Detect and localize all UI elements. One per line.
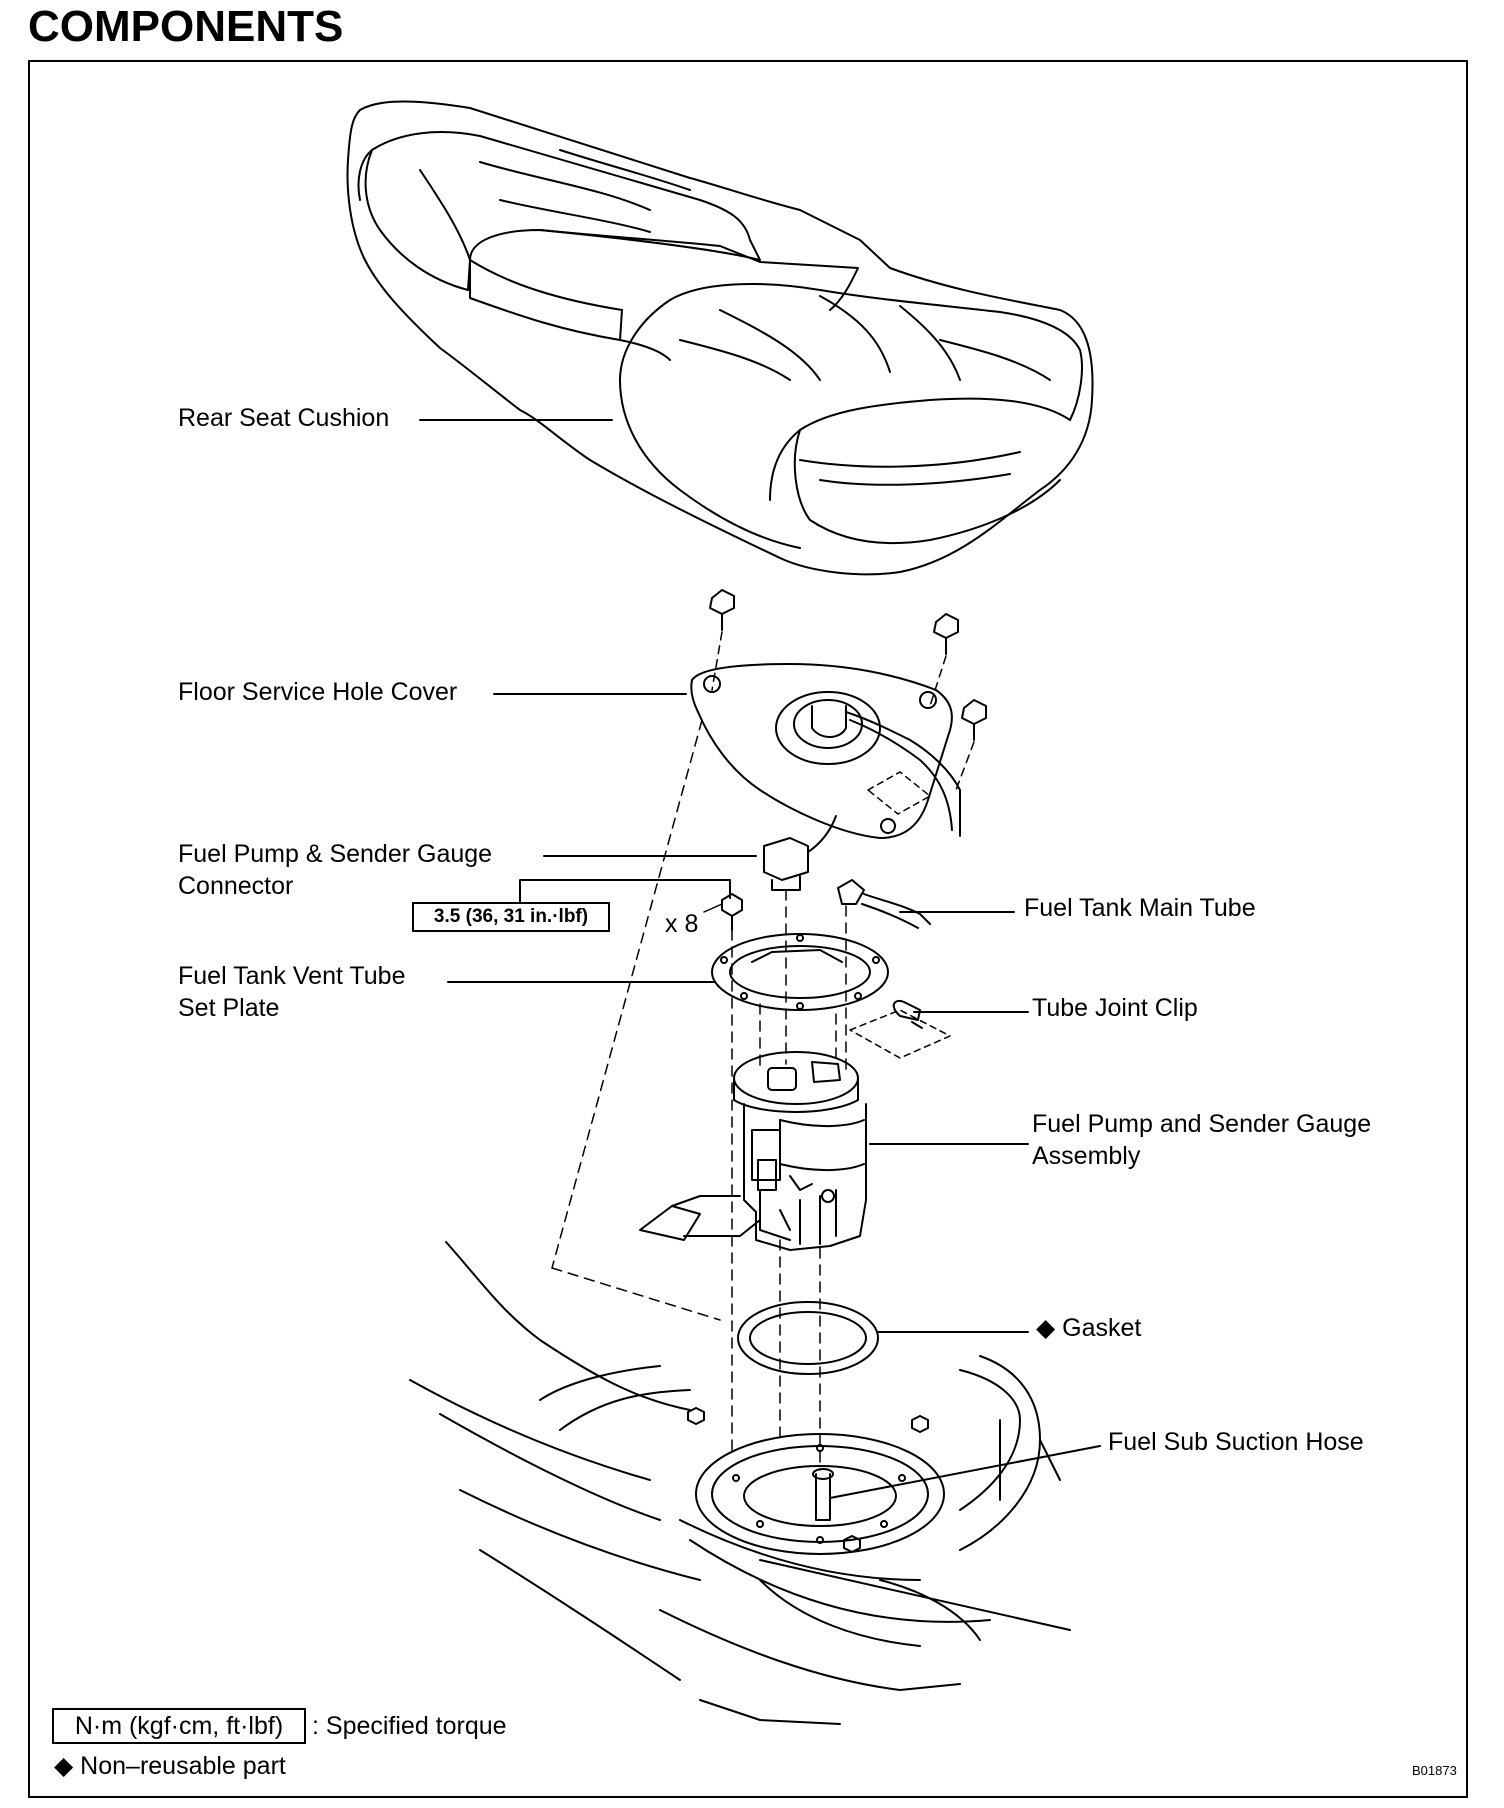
main-tube-drawing [837, 879, 931, 929]
rear-seat-cushion-drawing [346, 100, 1094, 576]
label-fuel-sub-suction-hose: Fuel Sub Suction Hose [1108, 1428, 1364, 1456]
legend-torque-unit-box: N·m (kgf·cm, ft·lbf) [52, 1708, 306, 1744]
pump-connector-drawing [763, 815, 837, 891]
gasket-drawing [737, 1301, 879, 1375]
cover-bolt-3 [961, 699, 987, 741]
tube-joint-clip-drawing [849, 1000, 951, 1059]
leader-sub-suction-hose [829, 1445, 1101, 1499]
figure-code: B01873 [1412, 1763, 1457, 1778]
label-pump-assembly-line2: Assembly [1032, 1142, 1141, 1170]
floor-service-hole-cover-drawing [690, 663, 961, 839]
pump-assembly-drawing [639, 1051, 867, 1251]
page-title: COMPONENTS [28, 2, 344, 51]
label-pump-assembly-line1: Fuel Pump and Sender Gauge [1032, 1110, 1372, 1138]
diagram-frame [28, 60, 1468, 1798]
label-pump-connector: Fuel Pump & Sender Gauge Connector [178, 838, 492, 902]
leader-torque-bracket [519, 879, 731, 903]
assembly-guide-lines [551, 719, 847, 1471]
legend-nonreusable-text: ◆ Non–reusable part [54, 1752, 286, 1780]
fuel-tank-drawing [409, 1241, 1061, 1725]
cover-bolt-2 [933, 613, 959, 655]
label-tube-joint-clip: Tube Joint Clip [1032, 994, 1198, 1022]
cover-bolt-1 [709, 589, 735, 631]
label-floor-service-hole-cover: Floor Service Hole Cover [178, 678, 458, 706]
label-fuel-tank-main-tube: Fuel Tank Main Tube [1024, 894, 1256, 922]
label-vent-tube-set-plate: Fuel Tank Vent Tube Set Plate [178, 960, 405, 1024]
set-plate-bolt [721, 893, 743, 931]
label-pump-connector-line2: Connector [178, 872, 294, 900]
label-pump-connector-line1: Fuel Pump & Sender Gauge [178, 840, 493, 868]
label-vent-tube-line2: Set Plate [178, 994, 280, 1022]
bolt-count: x 8 [665, 910, 699, 938]
tank-edge-line [759, 1559, 1071, 1631]
label-gasket: ◆ Gasket [1036, 1314, 1142, 1342]
label-vent-tube-line1: Fuel Tank Vent Tube [178, 962, 406, 990]
set-plate-drawing [711, 933, 889, 1011]
label-rear-seat-cushion: Rear Seat Cushion [178, 404, 390, 432]
label-pump-assembly: Fuel Pump and Sender Gauge Assembly [1032, 1108, 1371, 1172]
torque-spec-box: 3.5 (36, 31 in.·lbf) [412, 902, 610, 932]
legend-torque-text: : Specified torque [312, 1712, 507, 1740]
